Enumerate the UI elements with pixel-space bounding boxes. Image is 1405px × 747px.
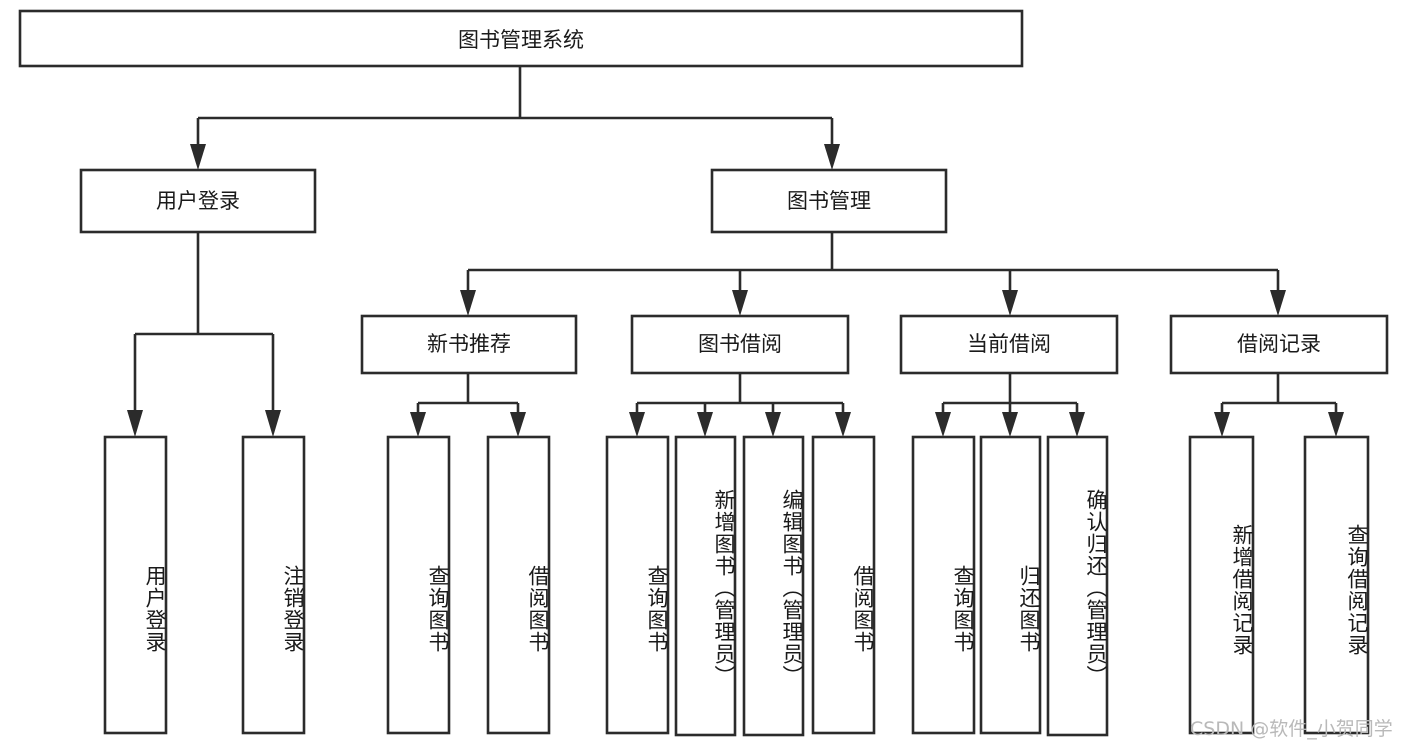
- arrow-head-leaf-borrow-book-1: [510, 412, 526, 437]
- node-box-new-book-rec[interactable]: [360, 314, 578, 375]
- node-box-borrow-record[interactable]: [1169, 314, 1389, 375]
- node-label-book-borrow: 图书借阅: [698, 332, 782, 356]
- node-box-leaf-return-book[interactable]: [979, 435, 1042, 735]
- arrow-head-new-book-rec: [460, 290, 476, 316]
- node-box-leaf-edit-book[interactable]: [742, 435, 805, 737]
- node-box-leaf-borrow-book-1[interactable]: [486, 435, 551, 735]
- node-label-new-book-rec: 新书推荐: [427, 332, 511, 356]
- connectors-group: [127, 66, 1344, 437]
- node-box-book-manage[interactable]: [710, 168, 948, 234]
- node-box-leaf-query-book-1[interactable]: [386, 435, 451, 735]
- node-box-leaf-query-book-2[interactable]: [605, 435, 670, 735]
- node-box-leaf-logout-login[interactable]: [241, 435, 306, 735]
- arrow-head-leaf-add-book: [697, 412, 713, 437]
- node-label-root: 图书管理系统: [458, 28, 584, 52]
- arrow-head-leaf-query-book-2: [629, 412, 645, 437]
- node-box-root[interactable]: [18, 9, 1024, 68]
- node-label-book-manage: 图书管理: [787, 189, 871, 213]
- arrow-head-leaf-query-book-3: [935, 412, 951, 437]
- arrow-head-leaf-query-record: [1328, 412, 1344, 437]
- node-label-borrow-record: 借阅记录: [1237, 332, 1321, 356]
- node-box-leaf-query-record[interactable]: [1303, 435, 1370, 735]
- arrow-head-leaf-confirm-return: [1069, 412, 1085, 437]
- node-box-leaf-add-book[interactable]: [674, 435, 737, 737]
- arrow-head-user-login: [190, 144, 206, 170]
- arrow-head-leaf-edit-book: [765, 412, 781, 437]
- arrow-head-leaf-query-book-1: [410, 412, 426, 437]
- arrow-head-leaf-return-book: [1002, 412, 1018, 437]
- node-box-current-borrow[interactable]: [899, 314, 1119, 375]
- arrow-head-current-borrow: [1002, 290, 1018, 316]
- node-box-leaf-query-book-3[interactable]: [911, 435, 976, 735]
- arrow-head-leaf-logout-login: [265, 410, 281, 437]
- node-label-user-login: 用户登录: [156, 189, 240, 213]
- nodes-group: 图书管理系统 用户登录 图书管理 新书推荐 图书借阅 当前借阅 借阅记录: [18, 9, 1389, 737]
- arrow-head-leaf-add-record: [1214, 412, 1230, 437]
- node-box-leaf-confirm-return[interactable]: [1046, 435, 1109, 737]
- arrow-head-borrow-record: [1270, 290, 1286, 316]
- node-box-book-borrow[interactable]: [630, 314, 850, 375]
- arrow-head-book-manage: [824, 144, 840, 170]
- arrow-head-leaf-borrow-book-2: [835, 412, 851, 437]
- node-box-leaf-add-record[interactable]: [1188, 435, 1255, 735]
- arrow-head-leaf-user-login: [127, 410, 143, 437]
- node-box-leaf-user-login[interactable]: [103, 435, 168, 735]
- node-label-current-borrow: 当前借阅: [967, 332, 1051, 356]
- arrow-head-book-borrow: [732, 290, 748, 316]
- node-box-leaf-borrow-book-2[interactable]: [811, 435, 876, 735]
- csdn-watermark: CSDN @软件_小贺同学: [1190, 718, 1393, 740]
- node-box-user-login[interactable]: [79, 168, 317, 234]
